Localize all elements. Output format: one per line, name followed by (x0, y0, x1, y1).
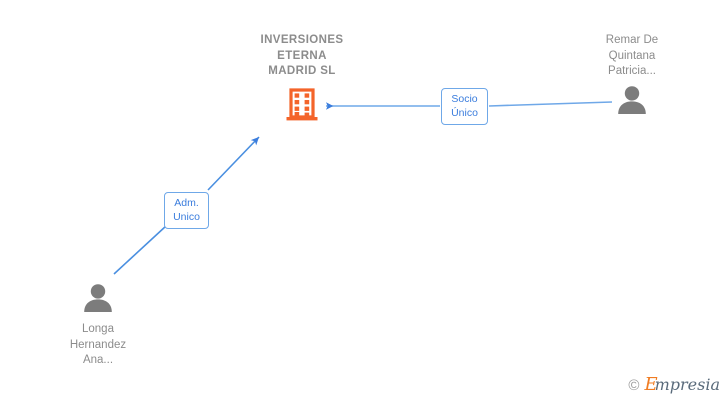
person-icon (615, 85, 649, 120)
building-icon (286, 87, 318, 127)
company-node[interactable]: INVERSIONES ETERNA MADRID SL (222, 33, 382, 127)
relation-label-adm-unico[interactable]: Adm. Unico (164, 192, 209, 229)
edge-person-right-to-socio-box (488, 101, 613, 107)
edge-person-left-to-adm-box (113, 225, 167, 275)
person-name: Longa Hernandez Ana... (69, 323, 127, 366)
edge-adm-box-to-company (207, 136, 260, 191)
person-node-remar-de-quintana-patricia[interactable]: Remar De Quintana Patricia... (572, 33, 692, 120)
person-name: Remar De Quintana Patricia... (605, 34, 659, 77)
copyright-icon: © (628, 377, 640, 394)
person-node-longa-hernandez-ana[interactable]: Longa Hernandez Ana... (38, 283, 158, 369)
person-icon (81, 283, 115, 318)
brand-name: mpresia (654, 375, 720, 394)
brand-initial: E (644, 374, 658, 395)
watermark: © Empresia (628, 376, 720, 395)
relation-label-socio-unico[interactable]: Socio Único (441, 88, 488, 125)
brand-logo: Empresia (644, 376, 720, 395)
company-name: INVERSIONES ETERNA MADRID SL (260, 34, 344, 77)
